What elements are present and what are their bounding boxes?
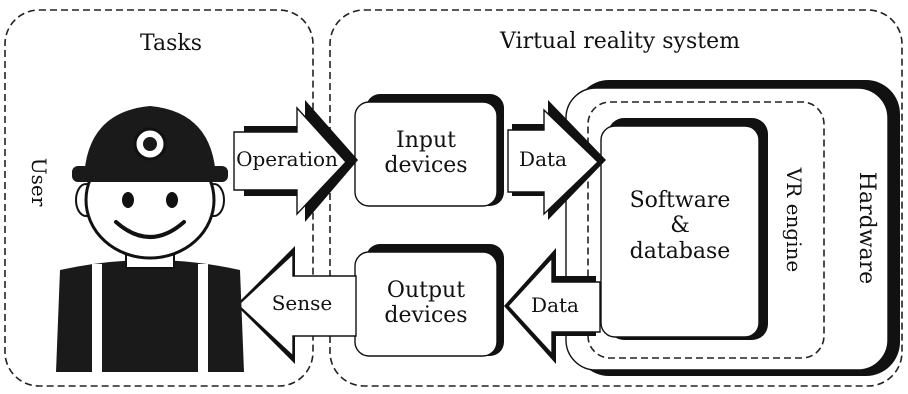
software-database-box xyxy=(600,118,768,340)
tasks-title: Tasks xyxy=(140,31,202,56)
input-devices-line1: Input xyxy=(396,128,456,153)
construction-worker-icon xyxy=(56,106,244,372)
software-line1: Software xyxy=(629,188,731,213)
hardware-label: Hardware xyxy=(854,171,879,285)
software-line3: database xyxy=(629,238,731,264)
software-line2: & xyxy=(670,213,690,239)
user-label: User xyxy=(27,157,51,207)
operation-label: Operation xyxy=(236,147,338,171)
vr-engine-box xyxy=(587,101,825,359)
output-devices-box xyxy=(354,244,504,357)
operation-arrow xyxy=(233,100,358,222)
data-in-label: Data xyxy=(519,147,567,171)
output-devices-label: Output devices xyxy=(355,278,497,329)
input-devices-line2: devices xyxy=(384,153,468,179)
sense-arrow xyxy=(236,246,357,364)
software-database-label: Software & database xyxy=(601,188,759,264)
input-devices-box xyxy=(354,94,504,207)
vr-engine-label: VR engine xyxy=(782,167,806,273)
data-out-label: Data xyxy=(531,293,579,317)
sense-label: Sense xyxy=(271,291,333,315)
vr-system-container xyxy=(329,9,903,387)
output-devices-line2: devices xyxy=(384,303,468,329)
data-in-arrow xyxy=(507,100,606,220)
input-devices-label: Input devices xyxy=(355,128,497,179)
tasks-container xyxy=(4,9,314,387)
vr-system-title: Virtual reality system xyxy=(500,29,740,54)
output-devices-line1: Output xyxy=(386,278,466,303)
data-out-arrow xyxy=(504,248,601,364)
